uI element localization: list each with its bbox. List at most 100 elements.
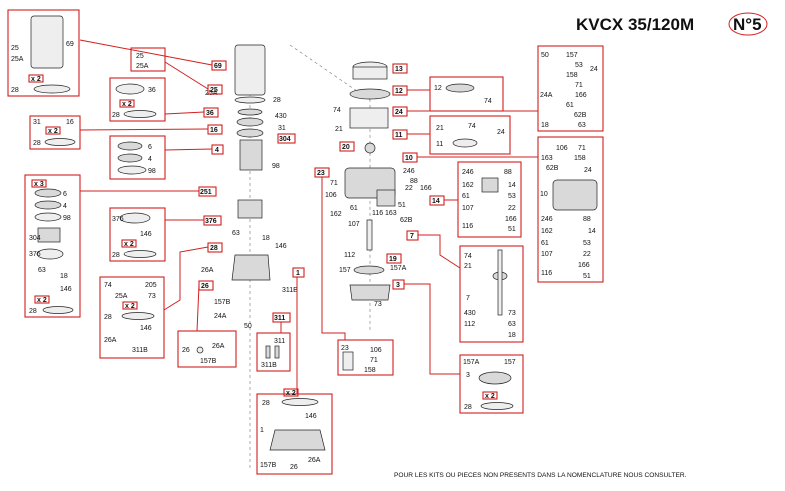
svg-text:24A: 24A xyxy=(540,92,553,99)
svg-text:20: 20 xyxy=(342,144,350,151)
svg-text:1: 1 xyxy=(260,427,264,434)
svg-text:63: 63 xyxy=(232,230,240,237)
tag-13[interactable]: 13 xyxy=(392,63,408,74)
variant-circle xyxy=(728,12,768,36)
tag-14[interactable]: 14 xyxy=(429,195,445,206)
tag-25[interactable]: 25 xyxy=(207,84,223,95)
svg-text:146: 146 xyxy=(275,243,287,250)
box-14[interactable]: 246 88 162 14 61 53 107 22 166 116 51 xyxy=(457,161,522,238)
svg-text:146: 146 xyxy=(140,325,152,332)
box-311[interactable]: 311 311B xyxy=(256,332,291,372)
svg-text:36: 36 xyxy=(148,87,156,94)
svg-text:51: 51 xyxy=(398,202,406,209)
svg-text:7: 7 xyxy=(466,295,470,302)
svg-text:116: 116 xyxy=(541,270,552,277)
svg-text:304: 304 xyxy=(29,235,41,242)
box-base-kit[interactable]: x 2 28 146 1 157B 26 26A xyxy=(256,388,333,475)
svg-text:88: 88 xyxy=(583,216,591,223)
svg-text:7: 7 xyxy=(410,233,414,240)
svg-text:31: 31 xyxy=(33,119,41,126)
svg-text:63: 63 xyxy=(38,267,46,274)
tag-36[interactable]: 36 xyxy=(203,107,219,118)
tag-3[interactable]: 3 xyxy=(392,279,405,290)
tag-376[interactable]: 376 xyxy=(203,215,222,226)
tag-311[interactable]: 311 xyxy=(272,312,291,323)
tag-16[interactable]: 16 xyxy=(207,124,223,135)
svg-text:22: 22 xyxy=(405,185,413,192)
svg-text:162: 162 xyxy=(330,211,342,218)
tag-26[interactable]: 26 xyxy=(198,280,214,291)
svg-text:22: 22 xyxy=(508,205,516,212)
svg-text:74: 74 xyxy=(468,123,476,130)
svg-text:61: 61 xyxy=(462,193,470,200)
svg-text:11: 11 xyxy=(436,141,443,148)
svg-text:18: 18 xyxy=(541,122,549,129)
tag-19[interactable]: 19 xyxy=(386,253,402,264)
svg-text:112: 112 xyxy=(464,321,475,328)
tag-1[interactable]: 1 xyxy=(292,267,305,278)
svg-text:116: 116 xyxy=(462,223,473,230)
model-variant: N°5 xyxy=(733,15,762,34)
box-69[interactable]: 25 25A 69 x 2 28 xyxy=(7,9,80,97)
svg-text:62B: 62B xyxy=(546,165,559,172)
box-16[interactable]: 31 16 x 2 28 xyxy=(29,115,81,150)
svg-text:116: 116 xyxy=(372,210,383,217)
tag-20[interactable]: 20 xyxy=(339,141,355,152)
box-7[interactable]: 74 21 7 430 73 112 63 18 xyxy=(459,245,524,343)
box-4[interactable]: 6 4 98 xyxy=(109,135,166,180)
box-x3-stack[interactable]: x 3 6 4 98 304 376 63 18 146 x 2 28 xyxy=(24,174,81,318)
svg-text:12: 12 xyxy=(395,88,403,95)
tag-11[interactable]: 11 xyxy=(392,129,408,140)
tag-251[interactable]: 251 xyxy=(198,186,217,197)
svg-text:112: 112 xyxy=(344,252,355,259)
svg-text:25: 25 xyxy=(136,53,144,60)
svg-text:73: 73 xyxy=(508,310,516,317)
svg-text:53: 53 xyxy=(583,240,591,247)
box-28-kit[interactable]: 74 205 25A 73 x 2 28 146 26A 311B xyxy=(99,276,165,359)
box-3[interactable]: 157A 157 3 x 2 28 xyxy=(459,354,524,414)
tag-7[interactable]: 7 xyxy=(406,230,419,241)
box-23[interactable]: 23 106 71 158 xyxy=(337,339,394,376)
tag-12[interactable]: 12 xyxy=(392,85,408,96)
axis-right xyxy=(289,44,371,330)
box-25[interactable]: 25 25A xyxy=(130,47,166,72)
box-10[interactable]: 106 71 163 158 62B 24 10 246 88 162 14 6… xyxy=(537,136,604,283)
svg-text:10: 10 xyxy=(405,155,413,162)
box-12[interactable]: 12 74 xyxy=(429,76,504,112)
tag-4[interactable]: 4 xyxy=(211,144,224,155)
box-11[interactable]: 21 74 24 11 xyxy=(429,115,511,155)
svg-text:21: 21 xyxy=(464,263,472,270)
svg-text:28: 28 xyxy=(112,112,120,119)
pump-column-left: 25A 28 430 31 98 63 18 146 26A 157B 24A … xyxy=(201,44,298,330)
tag-304[interactable]: 304 xyxy=(277,133,296,144)
svg-text:146: 146 xyxy=(305,413,317,420)
leader-lines-left xyxy=(79,39,298,394)
svg-text:21: 21 xyxy=(335,126,343,133)
svg-text:166: 166 xyxy=(575,92,587,99)
svg-text:x 3: x 3 xyxy=(34,181,44,188)
svg-text:4: 4 xyxy=(148,156,152,163)
svg-text:71: 71 xyxy=(330,180,338,187)
tag-24[interactable]: 24 xyxy=(392,106,408,117)
svg-text:24: 24 xyxy=(584,167,592,174)
box-24[interactable]: 50 157 53 158 24 71 24A 166 61 62B 18 63 xyxy=(537,45,604,132)
box-26[interactable]: 26 26A 157B xyxy=(177,330,237,368)
svg-text:18: 18 xyxy=(60,273,68,280)
svg-text:163: 163 xyxy=(385,210,397,217)
svg-text:162: 162 xyxy=(462,182,474,189)
svg-text:21: 21 xyxy=(436,125,444,132)
svg-text:26: 26 xyxy=(201,283,209,290)
svg-text:376: 376 xyxy=(29,251,41,258)
svg-text:x 2: x 2 xyxy=(37,297,47,304)
tag-23[interactable]: 23 xyxy=(314,167,330,178)
svg-text:26: 26 xyxy=(182,347,190,354)
svg-text:26A: 26A xyxy=(308,457,321,464)
box-36[interactable]: 36 x 2 28 xyxy=(109,77,166,122)
tag-28[interactable]: 28 xyxy=(207,242,223,253)
box-376[interactable]: 376 146 x 2 28 xyxy=(109,207,166,262)
svg-text:19: 19 xyxy=(389,256,397,263)
svg-text:73: 73 xyxy=(374,301,382,308)
tag-10[interactable]: 10 xyxy=(402,152,418,163)
tag-69[interactable]: 69 xyxy=(211,60,227,71)
